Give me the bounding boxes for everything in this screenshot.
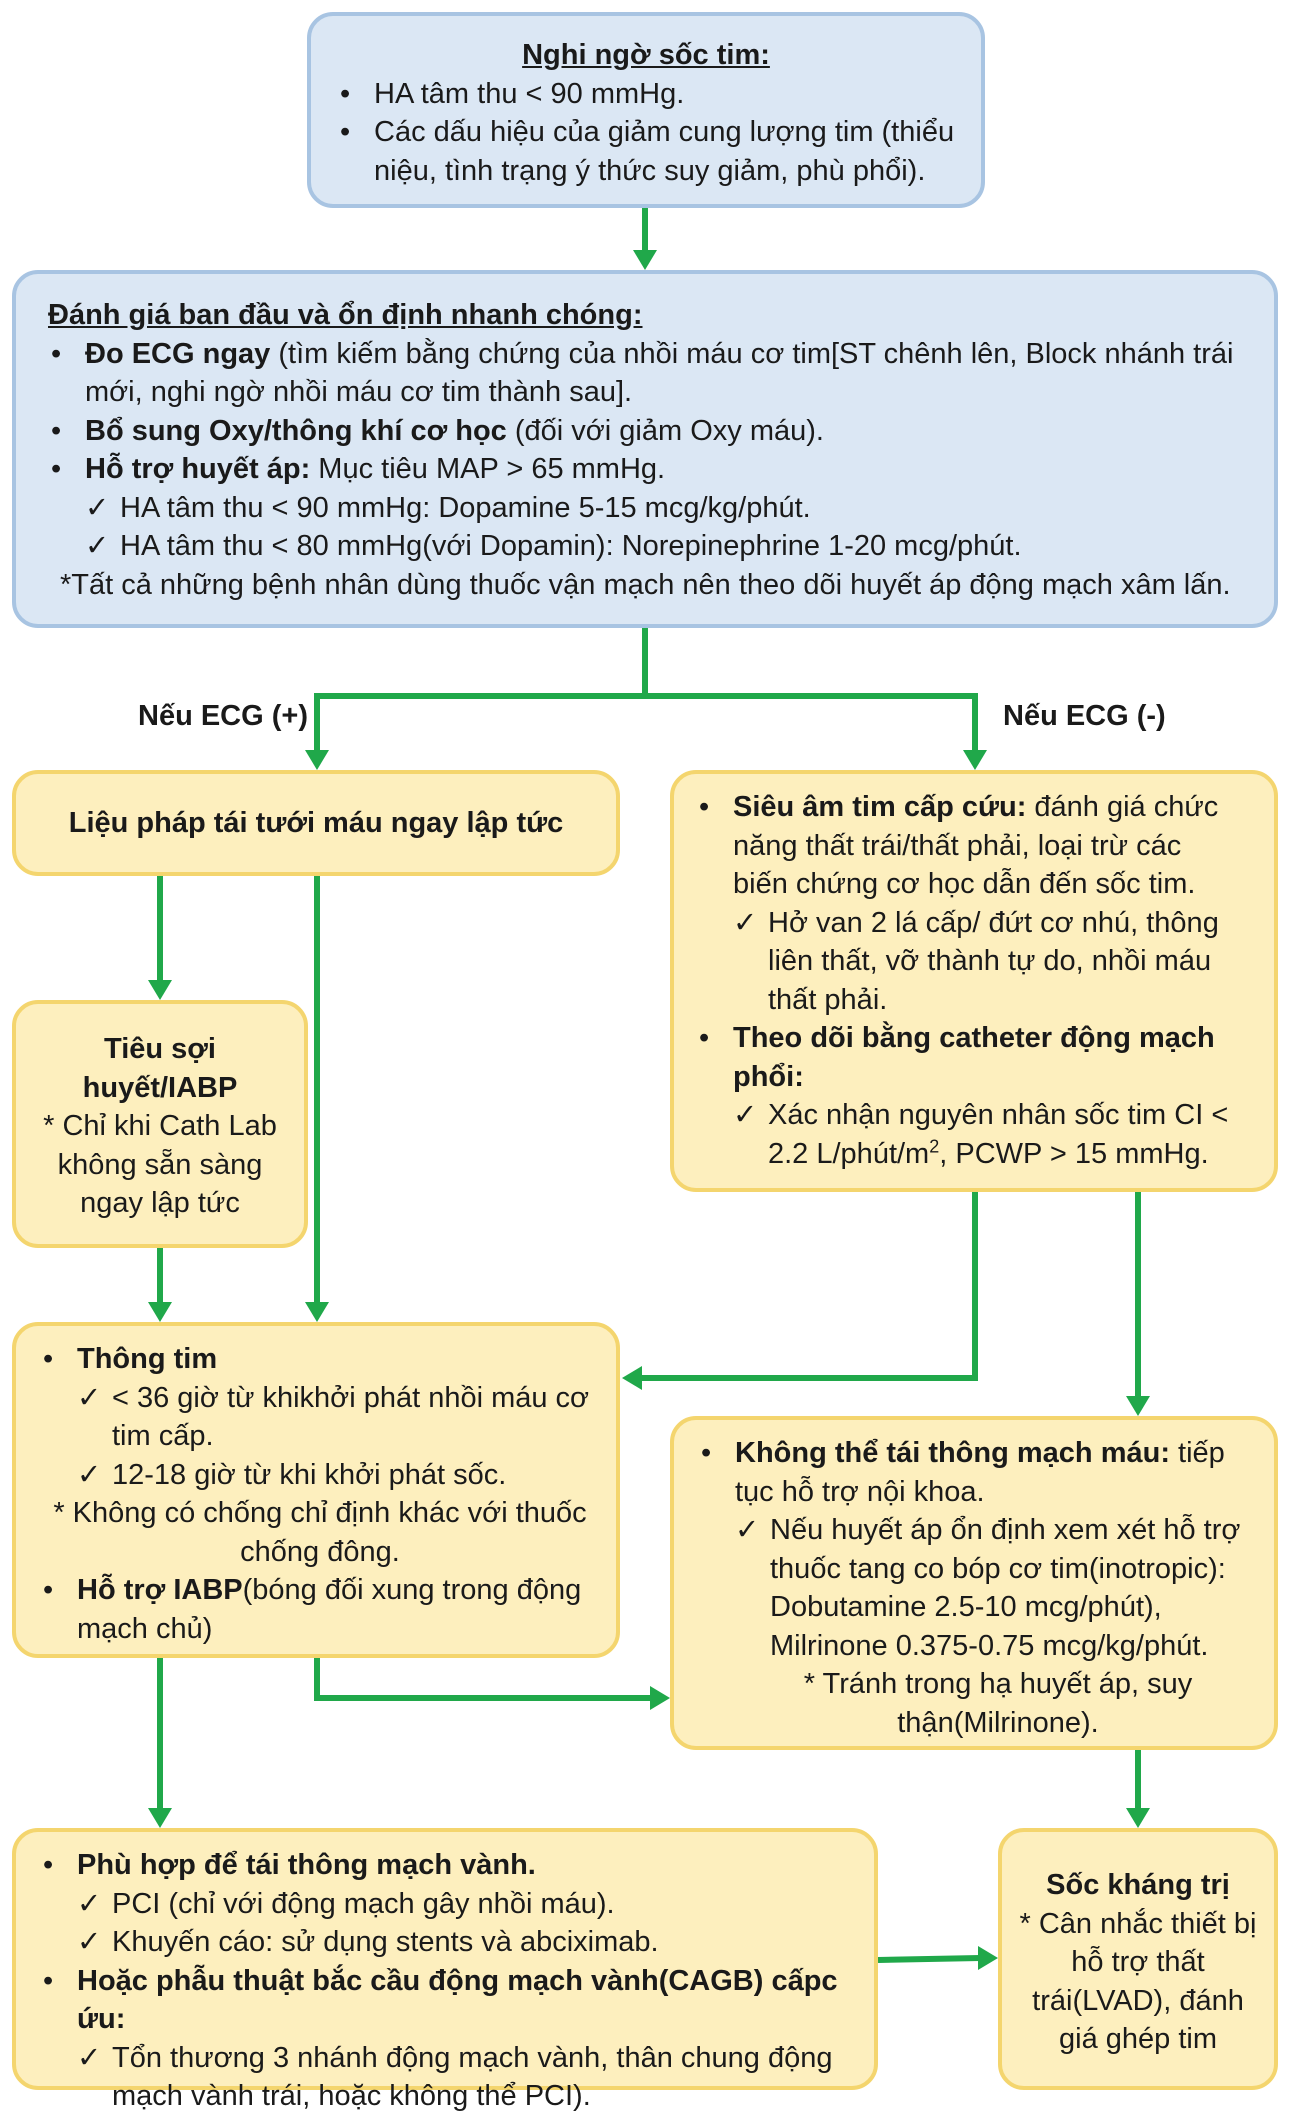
cardiac-catheterization-box: Thông tim < 36 giờ từ khikhởi phát nhồi … <box>12 1322 620 1658</box>
box2-item3-rest: Mục tiêu MAP > 65 mmHg. <box>310 453 666 485</box>
box8-item-revasc: Phù hợp để tái thông mạch vành. PCI (chỉ… <box>40 1846 858 1962</box>
box2-item3-bold: Hỗ trợ huyết áp: <box>85 453 311 485</box>
ecg-positive-label: Nếu ECG (+) <box>138 700 308 732</box>
box8-item-cabg: Hoặc phẫu thuật bắc cầu động mạch vành(C… <box>40 1962 858 2116</box>
box2-title: Đánh giá ban đầu và ổn định nhanh chóng: <box>48 299 643 331</box>
box4-item-echo: Siêu âm tim cấp cứu: đánh giá chức năng … <box>696 788 1244 1019</box>
box4-item1-bold: Siêu âm tim cấp cứu: <box>733 791 1027 823</box>
box2-item2-rest: (đối với giảm Oxy máu). <box>506 414 824 447</box>
box1-item: Các dấu hiệu của giảm cung lượng tim (th… <box>337 113 955 190</box>
box9-note: * Cân nhắc thiết bị hỗ trợ thất trái(LVA… <box>1019 1907 1257 2056</box>
box2-check: HA tâm thu < 90 mmHg: Dopamine 5-15 mcg/… <box>85 489 1248 528</box>
box1-title: Nghi ngờ sốc tim: <box>522 39 770 71</box>
box2-note: *Tất cả những bệnh nhân dùng thuốc vận m… <box>60 568 1231 601</box>
box4-check2-sup: 2 <box>929 1135 940 1156</box>
suspected-cardiogenic-shock-box: Nghi ngờ sốc tim: HA tâm thu < 90 mmHg. … <box>307 12 985 208</box>
box8-check: PCI (chỉ với động mạch gây nhồi máu). <box>77 1885 858 1924</box>
ecg-negative-label: Nếu ECG (-) <box>1003 700 1166 732</box>
box4-check: Hở van 2 lá cấp/ đứt cơ nhú, thông liên … <box>733 904 1244 1020</box>
box7-item1-rest: tiếp tục hỗ trợ nội khoa. <box>735 1437 1225 1508</box>
box3-text: Liệu pháp tái tưới máu ngay lập tức <box>68 806 564 839</box>
box2-item-ecg: Đo ECG ngay (tìm kiếm bằng chứng của nhồ… <box>48 335 1248 412</box>
box8-check: Khuyến cáo: sử dụng stents và abciximab. <box>77 1923 858 1962</box>
box9-title: Sốc kháng trị <box>1046 1869 1230 1901</box>
box6-item-iabp: Hỗ trợ IABP(bóng đối xung trong động mạc… <box>40 1571 596 1648</box>
emergency-echo-box: Siêu âm tim cấp cứu: đánh giá chức năng … <box>670 770 1278 1192</box>
box4-check: Xác nhận nguyên nhân sốc tim CI < 2.2 L/… <box>733 1096 1244 1173</box>
box4-item-catheter: Theo dõi bằng catheter động mạch phổi: X… <box>696 1019 1244 1173</box>
box2-item-oxygen: Bổ sung Oxy/thông khí cơ học (đối với gi… <box>48 412 1248 451</box>
box2-item1-rest: (tìm kiếm bằng chứng của nhồi máu cơ tim… <box>85 337 1234 409</box>
box5-title: Tiêu sợi huyết/IABP <box>82 1033 238 1104</box>
box4-item2-bold: Theo dõi bằng catheter động mạch phổi: <box>733 1022 1215 1093</box>
box2-item1-bold: Đo ECG ngay <box>85 337 271 370</box>
box6-item-cath: Thông tim < 36 giờ từ khikhởi phát nhồi … <box>40 1340 596 1494</box>
box4-item1-rest: đánh giá chức năng thất trái/thất phải, … <box>733 791 1219 900</box>
box6-check: < 36 giờ từ khikhởi phát nhồi máu cơ tim… <box>77 1379 596 1456</box>
box4-check2-b: , PCWP > 15 mmHg. <box>939 1137 1209 1170</box>
box2-check: HA tâm thu < 80 mmHg(với Dopamin): Norep… <box>85 527 1248 566</box>
revascularization-box: Phù hợp để tái thông mạch vành. PCI (chỉ… <box>12 1828 878 2112</box>
box6-note: * Không có chống chỉ định khác với thuốc… <box>53 1497 587 1568</box>
immediate-reperfusion-box: Liệu pháp tái tưới máu ngay lập tức <box>12 770 620 876</box>
refractory-shock-box: Sốc kháng trị * Cân nhắc thiết bị hỗ trợ… <box>998 1828 1278 2090</box>
box7-check: Nếu huyết áp ổn định xem xét hỗ trợ thuố… <box>735 1511 1258 1665</box>
box7-item: Không thể tái thông mạch máu: tiếp tục h… <box>698 1434 1258 1665</box>
box6-item1-bold: Thông tim <box>77 1343 218 1375</box>
box2-item2-bold: Bổ sung Oxy/thông khí cơ học <box>85 414 507 447</box>
box5-note: * Chỉ khi Cath Lab không sẵn sàng ngay l… <box>43 1110 277 1219</box>
box8-item2-bold: Hoặc phẫu thuật bắc cầu động mạch vành(C… <box>77 1964 838 2036</box>
box6-item2-rest: (bóng đối xung trong động mạch chủ) <box>77 1574 582 1645</box>
box7-note: * Tránh trong hạ huyết áp, suy thận(Milr… <box>803 1668 1193 1739</box>
box6-check: 12-18 giờ từ khi khởi phát sốc. <box>77 1456 596 1495</box>
box8-item1-bold: Phù hợp để tái thông mạch vành. <box>77 1849 536 1881</box>
box6-item2-bold: Hỗ trợ IABP <box>77 1574 243 1606</box>
box7-item1-bold: Không thể tái thông mạch máu: <box>735 1437 1170 1469</box>
no-revascularization-box: Không thể tái thông mạch máu: tiếp tục h… <box>670 1416 1278 1750</box>
box2-item-bp: Hỗ trợ huyết áp: Mục tiêu MAP > 65 mmHg.… <box>48 450 1248 566</box>
fibrinolysis-iabp-box: Tiêu sợi huyết/IABP * Chỉ khi Cath Lab k… <box>12 1000 308 1248</box>
initial-assessment-box: Đánh giá ban đầu và ổn định nhanh chóng:… <box>12 270 1278 628</box>
box1-item: HA tâm thu < 90 mmHg. <box>337 75 955 114</box>
box8-check: Tổn thương 3 nhánh động mạch vành, thân … <box>77 2039 858 2116</box>
box4-check2-a: Xác nhận nguyên nhân sốc tim CI < 2.2 L/… <box>768 1099 1229 1170</box>
